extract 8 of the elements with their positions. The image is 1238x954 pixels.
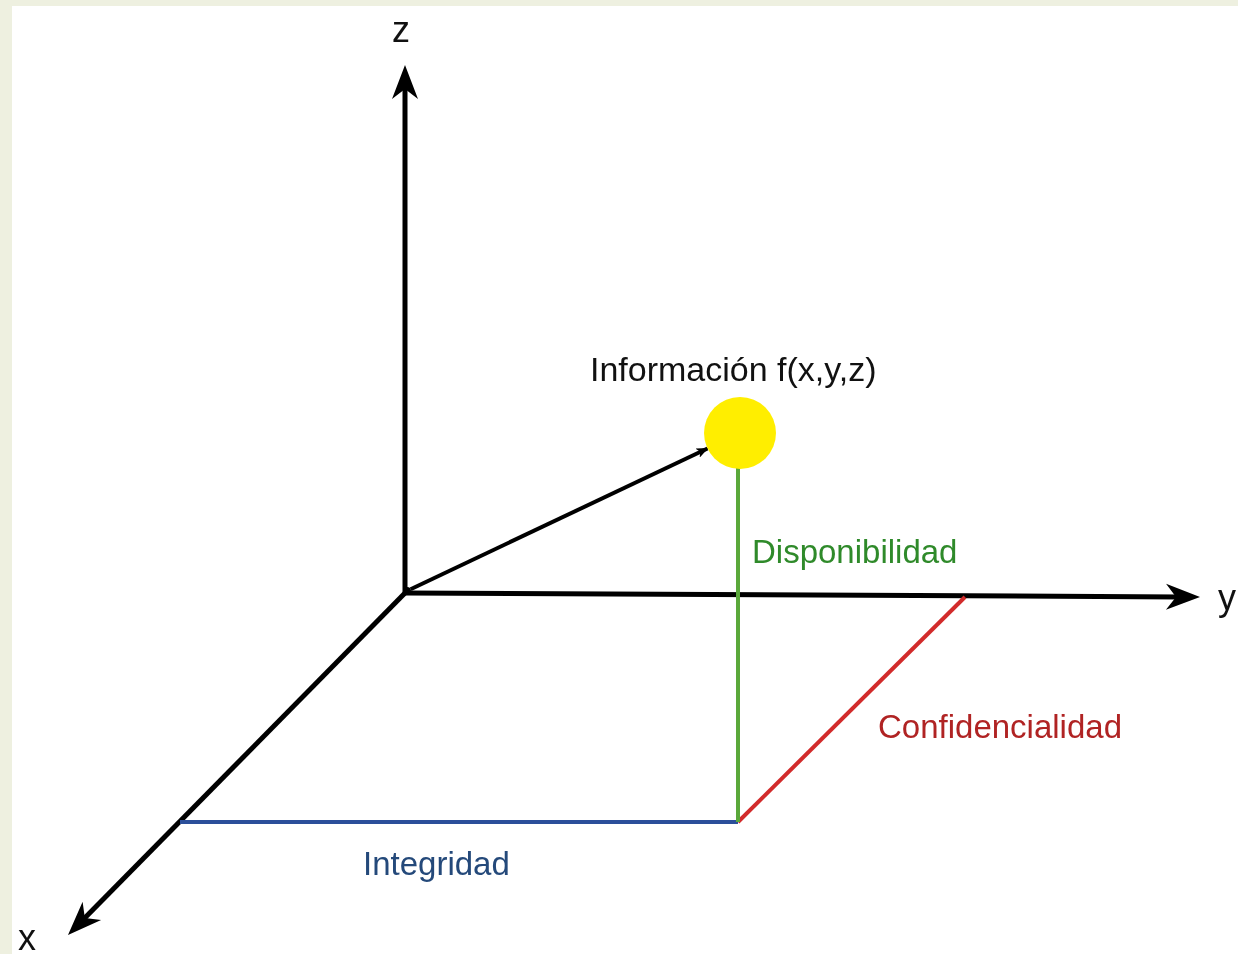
axis-label: x — [18, 920, 36, 954]
point-label: Información f(x,y,z) — [590, 352, 877, 386]
axis-label: z — [392, 12, 410, 48]
dimension-label: Disponibilidad — [752, 535, 958, 568]
dimension-label: Confidencialidad — [878, 710, 1122, 743]
axis-label: y — [1218, 580, 1236, 616]
dimension-label: Integridad — [363, 847, 510, 880]
arrow — [409, 446, 709, 592]
